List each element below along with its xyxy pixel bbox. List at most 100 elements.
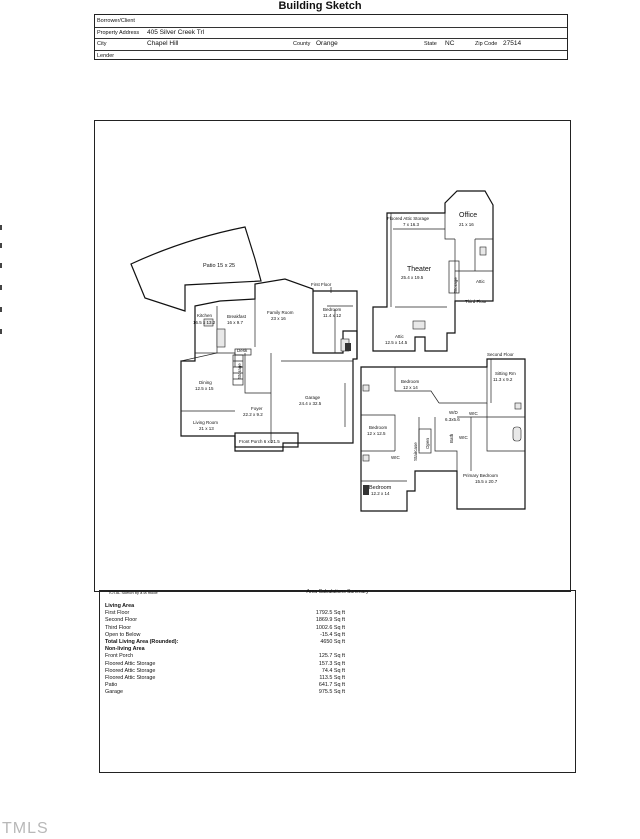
sitting-room-label: Sitting Rm [495,371,516,376]
office-label: Office [459,212,477,219]
area-row-value: 157.3 Sq ft [318,660,345,667]
theater-dim: 25.4 x 19.5 [401,275,424,280]
foyer-dim: 22.2 x 9.2 [243,412,263,417]
zip-value: 27514 [503,40,522,47]
area-row-value: -15.4 Sq ft [320,631,345,638]
living-room-label: Living Room [193,420,218,425]
area-row-name: Front Porch [105,653,134,660]
first-bedroom-dim: 11.4 x 12 [323,313,342,318]
property-address-label: Property Address [97,29,140,36]
property-header-table: Borrower/Client Property Address 405 Sil… [94,14,568,60]
second-floor-plan: Second Floor Bedroom 12 x 14 Sitting Rm … [360,352,526,512]
lender-label: Lender [97,52,115,59]
family-room-label: Family Room [267,310,294,315]
area-row: Living Area [105,603,365,610]
patio-label: Patio 15 x 25 [203,263,235,269]
third-floor-outline [372,190,494,352]
area-calculations-summary: TOTAL Sketch by a la mode Area Calculati… [99,589,576,773]
third-storage-label: Storage [453,277,458,293]
primary-bedroom-dim: 15.5 x 20.7 [475,479,498,484]
area-row-value: 1792.5 Sq ft [315,610,345,617]
living-room-dim: 21 x 13 [199,426,214,431]
area-row-value: 1002.6 Sq ft [315,624,345,631]
sketch-credit: TOTAL Sketch by a la mode [108,590,158,595]
city-value: Chapel Hill [147,40,179,47]
county-value: Orange [316,40,338,47]
county-label: County [293,41,311,47]
wic-mid-label: WIC [459,435,468,440]
bedroom-left-dim: 12 x 12.5 [367,431,386,436]
area-row: Floored Attic Storage 113.5 Sq ft [105,675,365,682]
area-row-value: 1869.9 Sq ft [315,617,345,624]
zip-label: Zip Code [475,41,498,47]
wic-left-label: WIC [391,455,400,460]
state-label: State [424,41,437,47]
area-row-name: Non-living Area [105,646,145,653]
bedroom-top-label: Bedroom [401,379,420,384]
third-floor-label: Third Floor [465,299,487,304]
city-label: City [97,41,107,47]
mls-watermark: TMLS [2,820,49,837]
area-row-value: 113.5 Sq ft [319,674,345,681]
property-address-value: 405 Silver Creek Trl [147,28,205,36]
wd-dim: 6.3x5.6 [445,417,460,422]
patio-outline [130,226,262,312]
floor-plan-drawing: Patio 15 x 25 First Floor Kitchen 16.5 x… [130,190,526,512]
floored-attic-dim: 7 x 16.3 [403,222,420,227]
sitting-room-dim: 11.3 x 9.2 [493,377,513,382]
first-floor-plan: Patio 15 x 25 First Floor Kitchen 16.5 x… [130,226,358,452]
state-value: NC [445,40,455,47]
area-row-name: Garage [105,689,123,696]
area-row: Open to Below-15.4 Sq ft [105,632,365,639]
staircase-label: Staircase [413,442,418,461]
scan-edge-marks [0,225,4,345]
property-address-row: Property Address 405 Silver Creek Trl [95,27,567,39]
attic-right-label: Attic [476,279,486,284]
theater-label: Theater [407,266,432,273]
floor-plan-sketch: Patio 15 x 25 First Floor Kitchen 16.5 x… [94,120,571,592]
first-floor-label: First Floor [311,282,332,287]
area-row-name: Total Living Area (Rounded): [105,638,179,645]
attic-left-label: Attic [395,334,405,339]
area-row-name: First Floor [105,610,130,617]
front-porch-label: Front Porch 6 x 21.5 [239,439,280,444]
area-row-name: Second Floor [105,617,138,624]
borrower-label: Borrower/Client [97,18,135,24]
area-summary-title: Area Calculations Summary [306,589,369,595]
bath-label: Bath [449,433,454,443]
bedroom-top-dim: 12 x 14 [403,385,418,390]
area-row-value: 641.7 Sq ft [318,682,345,689]
bedroom-bottom-label: Bedroom [369,485,392,491]
open-label: Open [425,437,430,449]
dining-dim: 12.5 x 15 [195,386,214,391]
area-row-value: 74.4 Sq ft [321,667,345,674]
area-row-name: Floored Attic Storage [105,674,156,681]
breakfast-label: Breakfast [227,314,247,319]
desk-label: Desk [237,348,248,353]
first-floor-bedroom-outline [313,290,358,359]
kitchen-label: Kitchen [197,313,213,318]
first-storage-label: Storage [237,363,242,379]
area-row: Non-living Area [105,646,365,653]
bedroom-bottom-dim: 12.2 x 14 [371,491,390,496]
dining-label: Dining [199,380,212,385]
document-title: Building Sketch [278,0,362,12]
area-row: First Floor 1792.5 Sq ft [105,610,365,617]
borrower-row: Borrower/Client [95,15,567,28]
area-row: Second Floor 1869.9 Sq ft [105,617,365,624]
third-floor-plan: Floored Attic Storage 7 x 16.3 Office 21… [372,190,494,352]
office-dim: 21 x 16 [459,222,474,227]
front-porch-outline [234,432,299,448]
family-room-dim: 23 x 16 [271,316,286,321]
lender-row: Lender [95,50,567,62]
floored-attic-label: Floored Attic Storage [387,216,430,221]
garage-dim: 24.4 x 32.5 [299,401,322,406]
city-row: City Chapel Hill County Orange State NC … [95,38,567,51]
attic-left-dim: 12.5 x 14.5 [385,340,408,345]
